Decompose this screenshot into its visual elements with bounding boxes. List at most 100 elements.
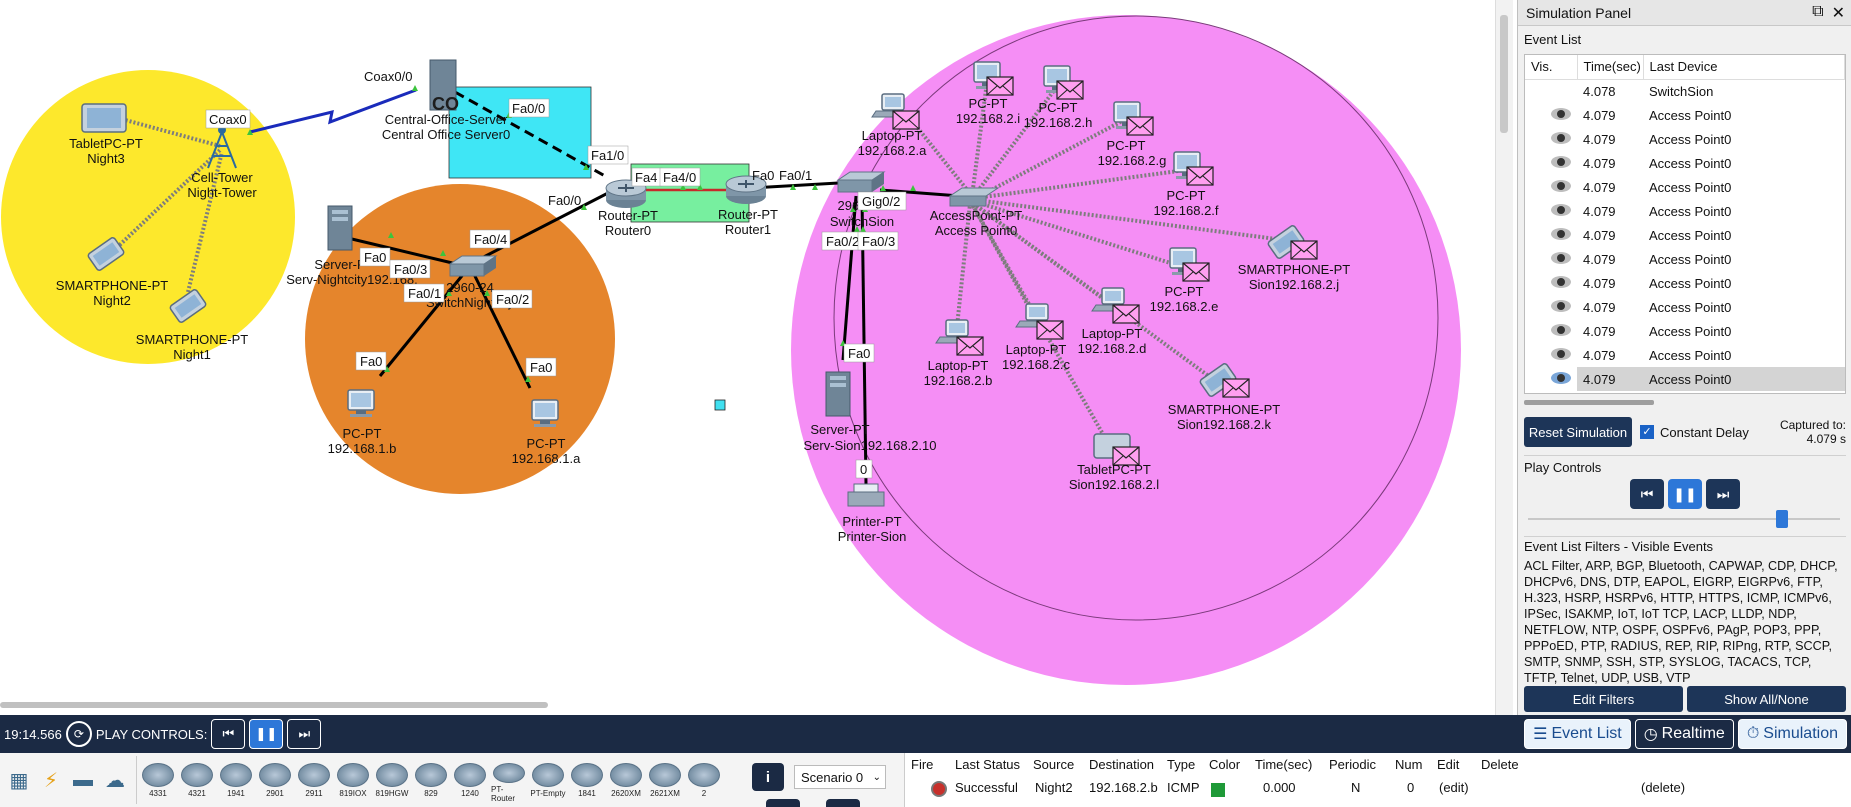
workspace-vertical-scrolltrack[interactable] bbox=[1495, 0, 1513, 715]
router1[interactable]: Router-PT Router1 bbox=[718, 175, 778, 237]
col-last-device[interactable]: Last Device bbox=[1643, 55, 1845, 80]
network-devices-icon[interactable]: ▦ bbox=[9, 769, 29, 792]
event-vis[interactable] bbox=[1525, 103, 1577, 127]
eye-icon[interactable] bbox=[1551, 323, 1571, 336]
eye-icon[interactable] bbox=[1551, 227, 1571, 240]
device-model-4321[interactable]: 4321 bbox=[179, 763, 215, 803]
event-vis[interactable] bbox=[1525, 199, 1577, 223]
event-vis[interactable] bbox=[1525, 223, 1577, 247]
event-vis[interactable] bbox=[1525, 79, 1577, 103]
event-list-hscrollbar[interactable] bbox=[1524, 400, 1654, 405]
event-vis[interactable] bbox=[1525, 319, 1577, 343]
scenario-select[interactable]: Scenario 0 ⌄ bbox=[794, 765, 886, 789]
server-sion[interactable]: Server-PT Serv-Sion192.168.2.10 bbox=[804, 371, 937, 453]
event-vis[interactable] bbox=[1525, 151, 1577, 175]
network-topology[interactable]: TabletPC-PT Night3 Cell-Tower Night-Towe… bbox=[0, 0, 1495, 715]
forward-button[interactable]: ⏭ bbox=[1706, 479, 1740, 509]
device-model-829[interactable]: 829 bbox=[413, 763, 449, 803]
workspace-horizontal-scrollbar[interactable] bbox=[0, 702, 548, 708]
col-time[interactable]: Time(sec) bbox=[1577, 55, 1644, 80]
stopwatch-icon[interactable]: ⟳ bbox=[65, 721, 92, 747]
device-model-2901[interactable]: 2901 bbox=[257, 763, 293, 803]
restore-icon[interactable]: ⧉ bbox=[1812, 2, 1824, 20]
new-scenario-button[interactable] bbox=[766, 799, 800, 807]
laptop-192-168-2-d[interactable]: Laptop-PT 192.168.2.d bbox=[1078, 287, 1147, 356]
col-vis[interactable]: Vis. bbox=[1525, 55, 1578, 80]
back-button[interactable]: ⏮ bbox=[1630, 479, 1664, 509]
smartphone-sion-2-j[interactable]: SMARTPHONE-PT Sion192.168.2.j bbox=[1238, 223, 1350, 292]
pc-192-168-2-e[interactable]: PC-PT 192.168.2.e bbox=[1150, 247, 1219, 314]
laptop-192-168-2-b[interactable]: Laptop-PT 192.168.2.b bbox=[924, 319, 993, 388]
device-model-1941[interactable]: 1941 bbox=[218, 763, 254, 803]
eye-icon[interactable] bbox=[1551, 275, 1571, 288]
access-point0[interactable]: AccessPoint-PT Access Point0 bbox=[930, 187, 1023, 238]
smartphone-sion-2-k[interactable]: SMARTPHONE-PT Sion192.168.2.k bbox=[1168, 361, 1280, 432]
info-button[interactable]: i bbox=[752, 763, 784, 791]
speed-slider-track[interactable] bbox=[1528, 518, 1840, 520]
tab-realtime[interactable]: ◷ Realtime bbox=[1634, 719, 1734, 749]
eye-icon[interactable] bbox=[1551, 203, 1571, 216]
reset-simulation-button[interactable]: Reset Simulation bbox=[1524, 417, 1632, 447]
device-model-pt-router[interactable]: PT-Router bbox=[491, 763, 527, 803]
pc-192-168-2-g[interactable]: PC-PT 192.168.2.g bbox=[1098, 101, 1167, 168]
bottom-pause-button[interactable]: ❚❚ bbox=[249, 719, 284, 749]
eye-icon[interactable] bbox=[1551, 347, 1571, 360]
device-model-2911[interactable]: 2911 bbox=[296, 763, 332, 803]
cloud-icon[interactable]: ☁ bbox=[105, 769, 126, 792]
pc-192-168-1-b[interactable]: PC-PT 192.168.1.b bbox=[328, 389, 397, 456]
event-vis[interactable] bbox=[1525, 271, 1577, 295]
event-vis[interactable] bbox=[1525, 295, 1577, 319]
pdu-delete-link[interactable]: (delete) bbox=[1641, 780, 1686, 795]
bottom-back-button[interactable]: ⏮ bbox=[211, 719, 246, 749]
close-icon[interactable]: ✕ bbox=[1831, 4, 1845, 22]
pc-192-168-2-f[interactable]: PC-PT 192.168.2.f bbox=[1153, 151, 1219, 218]
pdu-list[interactable]: Fire Last Status Source Destination Type… bbox=[904, 753, 1851, 807]
device-model-2621xm[interactable]: 2621XM bbox=[647, 763, 683, 803]
pause-button[interactable]: ❚❚ bbox=[1668, 479, 1702, 509]
smartphone-night2[interactable]: SMARTPHONE-PT Night2 bbox=[56, 235, 168, 308]
device-model-4331[interactable]: 4331 bbox=[140, 763, 176, 803]
eye-icon[interactable] bbox=[1551, 131, 1571, 144]
tab-event-list[interactable]: ☰ Event List bbox=[1524, 719, 1631, 749]
bottom-forward-button[interactable]: ⏭ bbox=[287, 719, 322, 749]
pc-192-168-1-a[interactable]: PC-PT 192.168.1.a bbox=[512, 399, 581, 466]
selection-marker[interactable] bbox=[714, 399, 726, 411]
event-vis[interactable] bbox=[1525, 367, 1577, 391]
eye-icon[interactable] bbox=[1551, 179, 1571, 192]
speed-slider-thumb[interactable] bbox=[1776, 510, 1788, 528]
router0[interactable]: Router-PT Router0 bbox=[598, 179, 658, 238]
printer-sion[interactable]: Printer-PT Printer-Sion bbox=[838, 483, 907, 544]
logical-workspace[interactable]: TabletPC-PT Night3 Cell-Tower Night-Towe… bbox=[0, 0, 1495, 715]
tablet-sion-2-l[interactable]: TabletPC-PT Sion192.168.2.l bbox=[1069, 433, 1159, 492]
show-all-none-button[interactable]: Show All/None bbox=[1687, 686, 1846, 712]
pc-192-168-2-h[interactable]: PC-PT 192.168.2.h bbox=[1024, 65, 1093, 130]
event-vis[interactable] bbox=[1525, 343, 1577, 367]
event-vis[interactable] bbox=[1525, 247, 1577, 271]
device-model-1841[interactable]: 1841 bbox=[569, 763, 605, 803]
workspace-vertical-scrollbar[interactable] bbox=[1500, 15, 1508, 133]
event-vis[interactable] bbox=[1525, 127, 1577, 151]
eye-icon[interactable] bbox=[1551, 299, 1571, 312]
delete-scenario-button[interactable] bbox=[826, 799, 860, 807]
tablet-night3[interactable]: TabletPC-PT Night3 bbox=[69, 103, 143, 166]
device-model-819hgw[interactable]: 819HGW bbox=[374, 763, 410, 803]
pc-192-168-2-i[interactable]: PC-PT 192.168.2.i bbox=[956, 61, 1020, 126]
eye-icon[interactable] bbox=[1551, 371, 1571, 384]
eye-icon[interactable] bbox=[1551, 107, 1571, 120]
constant-delay-checkbox[interactable]: ✓ Constant Delay bbox=[1640, 425, 1749, 440]
event-vis[interactable] bbox=[1525, 175, 1577, 199]
